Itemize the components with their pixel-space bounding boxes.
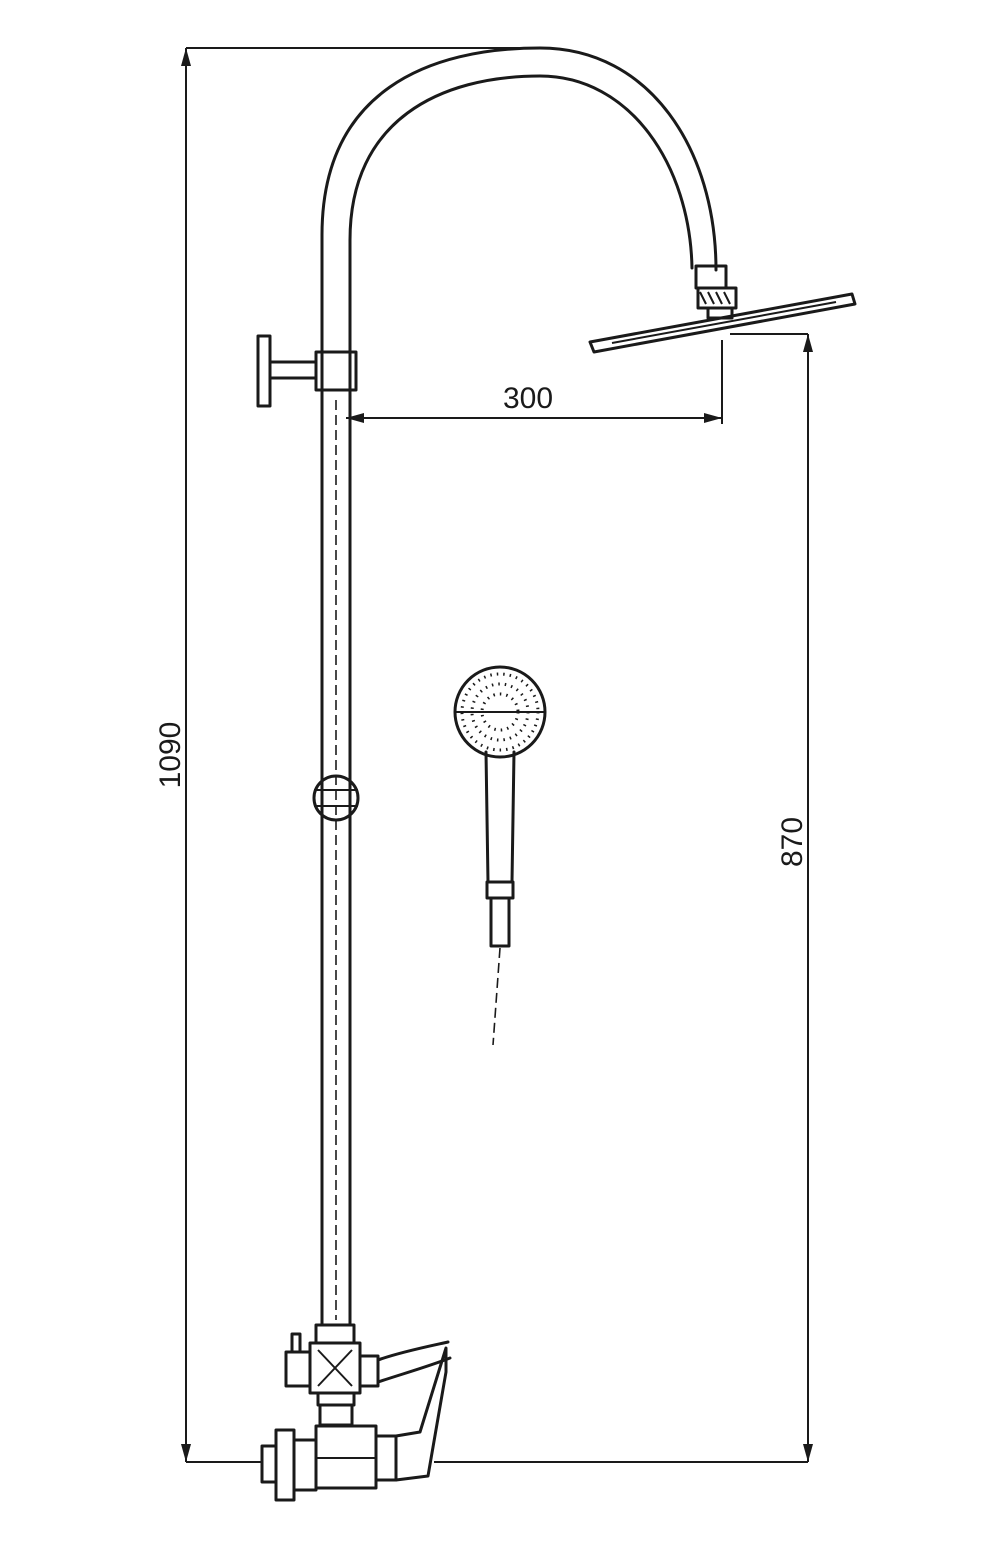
wall-bracket-top [256,334,358,408]
dimension-label-arm-reach: 300 [503,382,553,415]
head-connector [694,264,738,320]
dimension-arm-reach [346,340,723,424]
dimension-label-total-height: 1090 [154,722,187,789]
dimension-label-head-height: 870 [776,817,809,867]
mixer-body [260,1346,448,1502]
dimension-total-height [181,47,540,1463]
hand-shower [453,665,547,1046]
rain-shower-head [588,292,857,354]
sliding-holder [312,774,360,822]
dimension-head-height [434,333,813,1463]
riser-pipe [320,46,718,1327]
diverter-assembly [284,1323,452,1427]
